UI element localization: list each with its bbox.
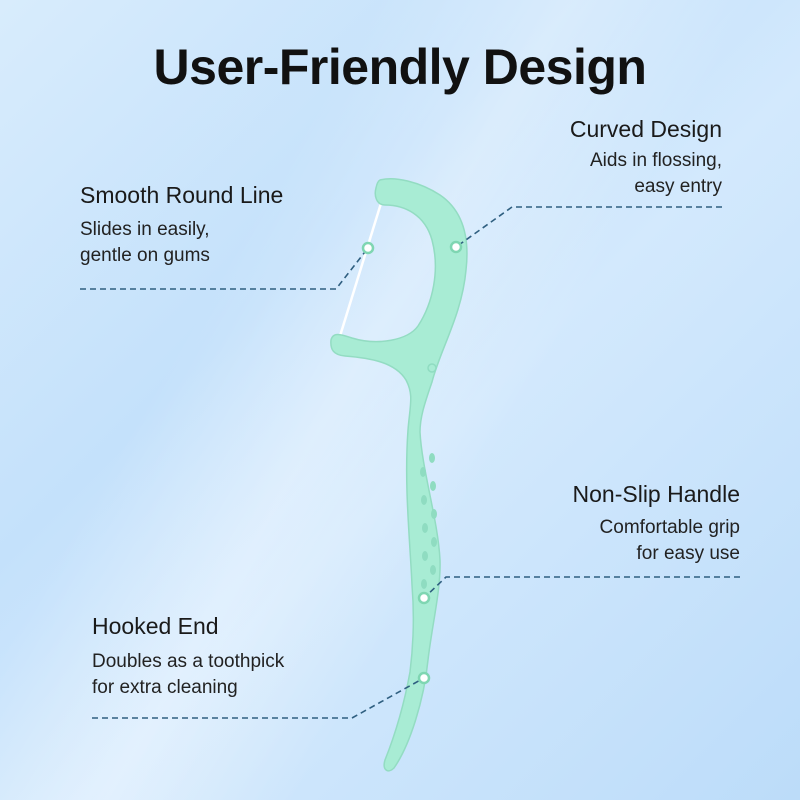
callout-hooked-end-line2: for extra cleaning <box>92 677 238 698</box>
grip-dots <box>420 453 437 589</box>
emboss-mark <box>427 363 437 373</box>
callout-curved-design-title: Curved Design <box>569 116 722 142</box>
leader-lines <box>80 206 740 719</box>
dot-smooth-round-line <box>361 241 375 255</box>
floss-string <box>338 199 384 337</box>
floss-pick-body <box>330 178 468 772</box>
callout-curved-design-desc: Aids in flossing, easy entry <box>590 148 722 200</box>
callout-hooked-end-line1: Doubles as a toothpick <box>92 651 285 672</box>
callout-curved-design-line2: easy entry <box>634 176 722 197</box>
page-title: User-Friendly Design <box>153 39 647 95</box>
callout-smooth-round-line-line1: Slides in easily, <box>80 219 210 240</box>
leader-smooth-round-line <box>80 247 369 290</box>
callout-smooth-round-line-line2: gentle on gums <box>80 245 210 266</box>
leader-non-slip-handle <box>423 576 740 599</box>
leader-hooked-end <box>92 677 425 719</box>
dot-curved-design <box>449 240 463 254</box>
callout-non-slip-handle-desc: Comfortable grip for easy use <box>600 515 740 567</box>
callout-smooth-round-line-desc: Slides in easily, gentle on gums <box>80 217 210 269</box>
callout-hooked-end-title: Hooked End <box>92 613 219 639</box>
callout-non-slip-handle-line1: Comfortable grip <box>599 517 740 538</box>
callout-non-slip-handle-line2: for easy use <box>636 543 741 564</box>
pointer-dots <box>361 240 463 685</box>
callout-curved-design-line1: Aids in flossing, <box>589 150 722 171</box>
dot-hooked-end <box>417 671 431 685</box>
callout-hooked-end-desc: Doubles as a toothpick for extra cleanin… <box>92 649 284 701</box>
callout-smooth-round-line-title: Smooth Round Line <box>80 182 284 208</box>
dot-non-slip-handle <box>417 591 431 605</box>
callout-non-slip-handle-title: Non-Slip Handle <box>572 481 740 507</box>
leader-curved-design <box>455 206 722 248</box>
